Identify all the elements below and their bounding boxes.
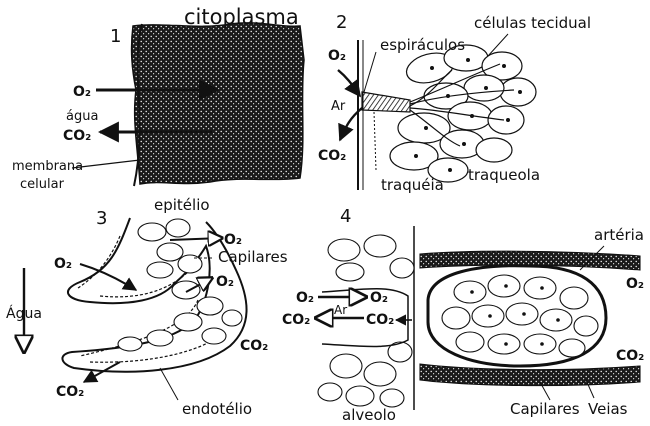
p1-water-label: água: [66, 109, 98, 124]
p2-air-label: Ar: [331, 99, 346, 114]
cytoplasm-label: citoplasma: [184, 5, 299, 29]
panel-3-number: 3: [96, 208, 107, 229]
panel-2-number: 2: [336, 12, 347, 33]
membrane-label-line2: celular: [20, 177, 65, 192]
panel-2-insect-trachea: 2 células tecidual espiráculos O₂ Ar CO₂…: [318, 12, 591, 194]
p3-capillaries-label: Capilares: [218, 248, 288, 266]
panel-4-number: 4: [340, 206, 351, 227]
spiracle-pointer: [364, 52, 376, 92]
veins-label: Veias: [588, 400, 628, 418]
tissue-cell-cluster: [390, 45, 536, 182]
panel-1-number: 1: [110, 26, 121, 47]
endothelium-pointer: [160, 368, 178, 400]
trachea-pointer: [374, 112, 376, 170]
p2-o2-label: O₂: [328, 48, 346, 64]
p3-co2-bottom-label: CO₂: [56, 384, 84, 400]
p2-co2-label: CO₂: [318, 148, 346, 164]
p1-o2-label: O₂: [73, 84, 91, 100]
p3-water-label: Água: [6, 305, 42, 322]
p3-o2-left-label: O₂: [54, 256, 72, 272]
tracheole-label: traqueola: [468, 166, 540, 184]
p4-o2-right-label: O₂: [626, 276, 644, 292]
p4-co2-right-label: CO₂: [616, 348, 644, 364]
p3-o2-out-arrow: [170, 238, 222, 240]
p4-air-label: Ar: [334, 303, 347, 317]
tissue-cells-label: células tecidual: [474, 14, 591, 32]
endothelium-label: endotélio: [182, 400, 252, 418]
p1-co2-label: CO₂: [63, 128, 91, 144]
trachea-label: traquéia: [381, 176, 444, 194]
trachea-tube: [362, 92, 410, 112]
membrane-label-line1: membrana: [12, 159, 83, 174]
p4-o2-left-label: O₂: [296, 290, 314, 306]
cytoplasm-stipple: [132, 23, 304, 184]
p4-o2-inner-label: O₂: [370, 290, 388, 306]
p3-o2-mid-label: O₂: [216, 274, 234, 290]
artery-label: artéria: [594, 226, 644, 244]
panel-3-gill: 3 epitélio O₂ O₂ Capilares O₂ Água CO₂ C…: [6, 196, 288, 418]
p3-o2-top-label: O₂: [224, 232, 242, 248]
panel-4-alveolus: 4 artéria O₂ O₂ O₂ Ar CO₂ CO₂ CO₂ alveol…: [282, 206, 644, 424]
epithelium-label: epitélio: [154, 196, 210, 214]
p3-co2-right-label: CO₂: [240, 338, 268, 354]
air-in-arrow: [338, 70, 360, 96]
spiracles-label: espiráculos: [380, 36, 465, 54]
p4-co2-inner-label: CO₂: [366, 312, 394, 328]
panel-1-single-cell: 1 citoplasma O₂ água CO₂ membrana celula…: [12, 5, 304, 192]
alveolus-label: alveolo: [342, 406, 396, 424]
p4-capillaries-label: Capilares: [510, 400, 580, 418]
p4-co2-left-label: CO₂: [282, 312, 310, 328]
